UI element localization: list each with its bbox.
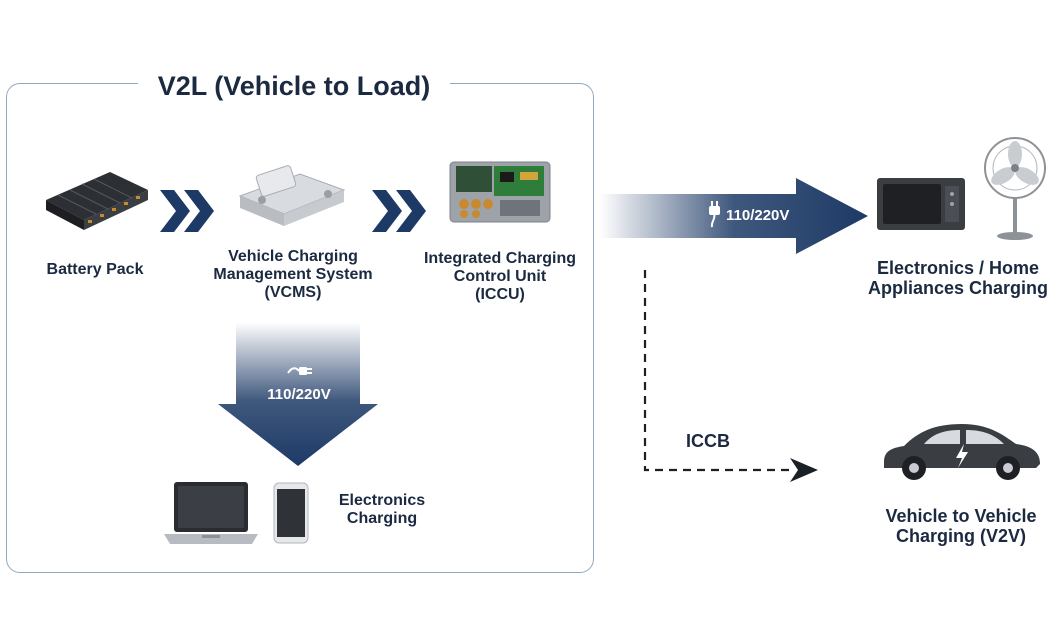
- iccu-label: Integrated Charging Control Unit (ICCU): [414, 250, 586, 304]
- plug-icon: [287, 367, 312, 375]
- battery-pack-label: Battery Pack: [46, 261, 144, 278]
- electronics-charging-line-1: Electronics: [338, 492, 426, 509]
- v2v-label: Vehicle to Vehicle Charging (V2V): [868, 506, 1054, 546]
- iccb-dashed-line: [643, 270, 790, 472]
- right-flow-arrow: [600, 178, 868, 254]
- vcms-label-line-1: Vehicle Charging: [228, 248, 358, 265]
- chevron-arrow-icon: [372, 190, 426, 232]
- battery-pack-icon: [46, 172, 148, 230]
- v2v-label-line-1: Vehicle to Vehicle: [885, 506, 1037, 526]
- home-appliances-line-1: Electronics / Home: [876, 258, 1040, 278]
- vcms-label-line-3: (VCMS): [264, 283, 322, 301]
- electronics-charging-label: Electronics Charging: [318, 492, 446, 528]
- right-voltage-label: 110/220V: [726, 207, 790, 224]
- vcms-label: Vehicle Charging Management System (VCMS…: [200, 248, 386, 302]
- iccu-label-line-1: Integrated Charging: [423, 250, 576, 267]
- iccu-board-icon: [449, 161, 551, 223]
- laptop-icon: [164, 482, 258, 544]
- home-appliances-label: Electronics / Home Appliances Charging: [858, 258, 1058, 298]
- plug-icon: [709, 201, 720, 228]
- diagram-title: V2L (Vehicle to Load): [138, 66, 450, 106]
- chevron-arrow-icon: [160, 190, 214, 232]
- lightning-icon: [956, 444, 968, 468]
- vcms-label-line-2: Management System: [213, 265, 373, 283]
- iccu-label-line-3: (ICCU): [475, 285, 525, 303]
- vcms-unit-icon: [238, 165, 346, 226]
- v2v-label-line-2: Charging (V2V): [895, 526, 1026, 547]
- fan-icon: [984, 137, 1046, 240]
- iccb-label: ICCB: [686, 431, 730, 451]
- down-flow-arrow: [218, 322, 378, 466]
- electronics-charging-line-2: Charging: [346, 509, 418, 527]
- home-appliances-line-2: Appliances Charging: [867, 278, 1049, 299]
- smartphone-icon: [273, 482, 309, 544]
- iccu-label-line-2: Control Unit: [453, 267, 547, 285]
- car-icon: [884, 424, 1040, 480]
- iccb-arrowhead: [790, 458, 818, 482]
- down-voltage-label: 110/220V: [267, 386, 331, 403]
- microwave-icon: [877, 178, 965, 230]
